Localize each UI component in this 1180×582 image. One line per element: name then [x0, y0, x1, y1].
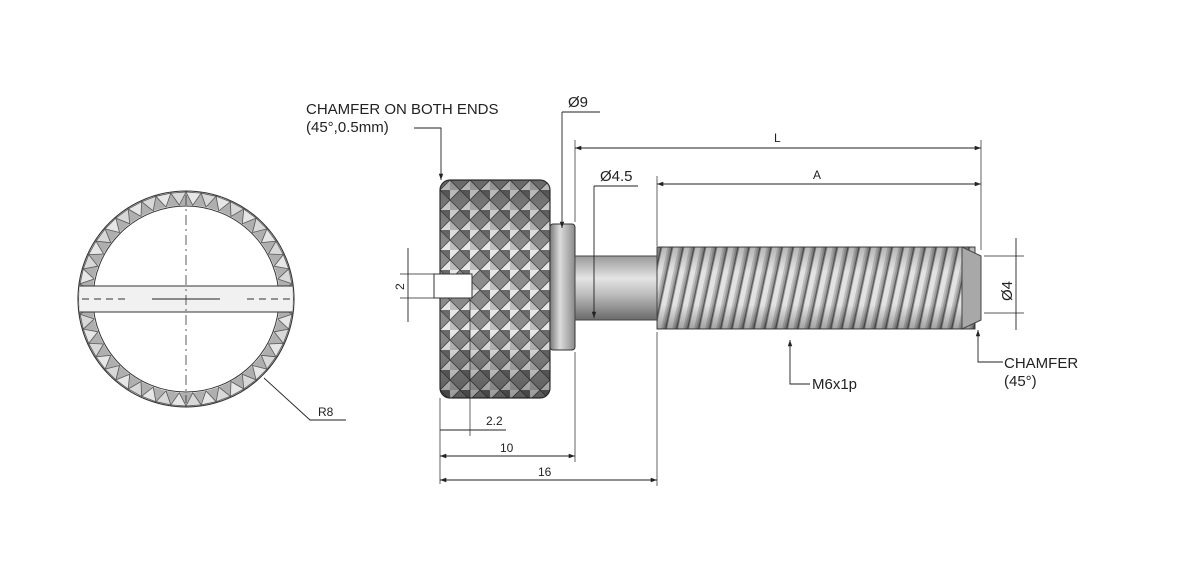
knurl-tooth [185, 392, 202, 407]
knurl-tooth-shadow [231, 209, 244, 224]
knurl-tooth-shadow [166, 390, 180, 405]
knurl-tooth-shadow [96, 344, 111, 357]
knurl-tooth [273, 253, 290, 270]
knurl-tooth-shadow [166, 193, 180, 208]
knurl-tooth-shadow [105, 228, 120, 243]
knurled-head [439, 179, 551, 399]
knurl-tooth-shadow [274, 266, 289, 279]
annotations: CHAMFER ON BOTH ENDS (45°,0.5mm) Ø9 L Ø4… [306, 94, 1078, 486]
head-length-label: 10 [500, 441, 514, 455]
knurl-tooth-shadow [96, 241, 111, 254]
r8-label: R8 [318, 405, 334, 419]
knurl-tooth [185, 191, 202, 206]
chamfer-both-ends-line2: (45°,0.5mm) [306, 119, 389, 136]
dia9-label: Ø9 [568, 94, 588, 111]
knurl-tooth [79, 268, 95, 285]
collar [549, 223, 576, 351]
knurl-tooth-shadow [105, 355, 120, 370]
knurl-tooth [104, 217, 121, 234]
dia45-label: Ø4.5 [600, 168, 633, 185]
knurl-tooth-shadow [268, 254, 284, 267]
knurl-tooth-shadow [242, 218, 257, 233]
slot-depth-label: 2.2 [486, 414, 503, 428]
knurl-tooth-shadow [141, 381, 154, 397]
knurl-tooth [170, 191, 187, 206]
chamfer-tip-leader [975, 330, 1003, 363]
side-view [433, 179, 982, 399]
knurl-tooth-shadow [261, 344, 276, 357]
chamfer-tip [961, 246, 982, 330]
knurl-tooth-shadow [268, 331, 284, 344]
chamfer-tip-line2: (45°) [1004, 373, 1037, 390]
knurl-tooth [215, 195, 232, 212]
head-slot [433, 273, 473, 299]
L-label: L [774, 131, 781, 145]
chamfer-tip-line1: CHAMFER [1004, 355, 1078, 372]
end-view-outer-circle [77, 190, 295, 408]
knurl-tooth [200, 390, 217, 406]
thread-spec-leader [787, 340, 810, 385]
knurl-tooth-shadow [153, 387, 166, 402]
knurl-tooth-shadow [115, 365, 130, 380]
knurl-tooth [155, 192, 172, 208]
knurl-tooth-shadow [83, 319, 98, 332]
end-view: R8 [77, 190, 346, 421]
knurl-tooth-shadow [261, 241, 276, 254]
knurl-tooth-shadow [231, 374, 244, 389]
knurl-tooth-shadow [218, 201, 231, 217]
knurl-tooth [140, 195, 157, 212]
dia4-label: Ø4 [999, 281, 1016, 301]
knurl-tooth-shadow [252, 228, 267, 243]
knurl-tooth-shadow [252, 355, 267, 370]
knurl-tooth-shadow [115, 218, 130, 233]
shank [574, 255, 658, 321]
knurl-tooth [127, 380, 143, 397]
knurl-tooth-shadow [218, 381, 231, 397]
knurl-tooth [273, 328, 290, 345]
knurl-tooth [140, 386, 157, 403]
knurl-tooth-shadow [83, 266, 98, 279]
knurl-tooth-shadow [242, 365, 257, 380]
r8-leader [263, 377, 346, 421]
knurl-tooth [88, 342, 105, 358]
chamfer-both-ends-leader [414, 127, 444, 180]
knurl-tooth-shadow [88, 254, 104, 267]
knurl-tooth-shadow [206, 196, 219, 211]
knurl-tooth [215, 386, 232, 403]
knurl-tooth-shadow [192, 193, 206, 208]
knurl-tooth-shadow [206, 387, 219, 402]
chamfer-both-ends-line1: CHAMFER ON BOTH ENDS [306, 101, 499, 118]
knurl-tooth [82, 328, 99, 345]
knurl-tooth-shadow [128, 374, 141, 389]
thread-spec-label: M6x1p [812, 376, 857, 393]
thread-shading [657, 247, 975, 329]
knurl-tooth-shadow [128, 209, 141, 224]
knurl-tooth-shadow [192, 390, 206, 405]
knurl-tooth [88, 240, 105, 256]
knurl-tooth [241, 208, 257, 225]
slot-width-label: 2 [393, 283, 407, 290]
knurl-tooth-shadow [141, 201, 154, 217]
knurl-tooth [115, 208, 131, 225]
knurl-tooth [229, 201, 245, 218]
knurl-tooth-shadow [274, 319, 289, 332]
body-length-label: 16 [538, 465, 552, 479]
A-label: A [813, 168, 821, 182]
knurl-tooth-shadow [88, 331, 104, 344]
knurl-tooth [82, 253, 99, 270]
knurl-tooth [95, 228, 112, 244]
knurl-tooth [277, 313, 293, 330]
knurl-tooth-shadow [153, 196, 166, 211]
